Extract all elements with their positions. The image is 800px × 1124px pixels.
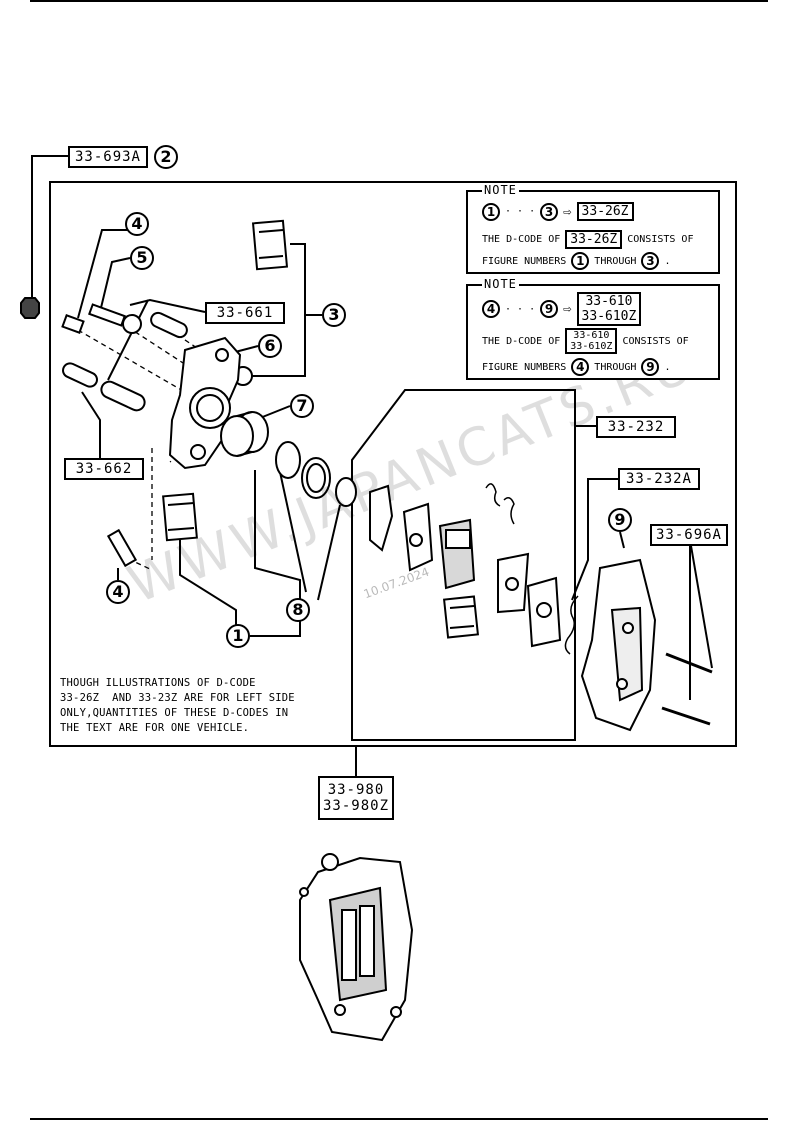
note-text: THROUGH xyxy=(594,361,637,373)
note-mapping-row: 1 · · · 3 ⇨ 33-26Z xyxy=(482,202,634,221)
part-label-33-662[interactable]: 33-662 xyxy=(64,458,144,480)
note-callout: 9 xyxy=(641,358,660,376)
note-description-row: THE D-CODE OF 33-26Z CONSISTS OF xyxy=(482,230,693,249)
note-figure-row: FIGURE NUMBERS 1 THROUGH 3 . xyxy=(482,252,670,270)
note-mapping-row: 4 · · · 9 ⇨ 33-610 33-610Z xyxy=(482,292,642,326)
part-label-text: 33-980 xyxy=(327,782,385,798)
part-label-text: 33-696A xyxy=(655,527,722,543)
note-text: FIGURE NUMBERS xyxy=(482,361,567,373)
part-label-33-232A[interactable]: 33-232A xyxy=(618,468,700,490)
callout-3[interactable]: 3 xyxy=(322,303,346,327)
note-code-box: 33-610 33-610Z xyxy=(576,292,642,326)
note-text: THE D-CODE OF xyxy=(482,234,561,245)
part-label-33-696A[interactable]: 33-696A xyxy=(650,524,728,546)
arrow-right-icon: ⇨ xyxy=(563,301,572,317)
illustration-caption: THOUGH ILLUSTRATIONS OF D-CODE 33-26Z AN… xyxy=(60,677,295,734)
note-text: . xyxy=(664,255,671,267)
part-label-text: 33-693A xyxy=(74,149,141,165)
note-box-1: NOTE 1 · · · 3 ⇨ 33-26Z THE D-CODE OF 33… xyxy=(466,183,720,274)
callout-7[interactable]: 7 xyxy=(290,394,314,418)
arrow-right-icon: ⇨ xyxy=(563,203,572,220)
callout-4-top[interactable]: 4 xyxy=(125,212,149,236)
top-rule xyxy=(30,0,768,2)
callout-1[interactable]: 1 xyxy=(226,624,250,648)
note-text: CONSISTS OF xyxy=(622,335,689,347)
note-inline-code-box: 33-26Z xyxy=(565,230,623,249)
note-title: NOTE xyxy=(482,277,519,291)
note-inline-code: 33-610Z xyxy=(570,341,613,352)
note-figure-row: FIGURE NUMBERS 4 THROUGH 9 . xyxy=(482,358,670,376)
note-to-callout: 3 xyxy=(540,202,559,221)
note-inline-code-box: 33-610 33-610Z xyxy=(565,328,618,354)
callout-5[interactable]: 5 xyxy=(130,246,154,270)
callout-4-bottom[interactable]: 4 xyxy=(106,580,130,604)
part-label-text: 33-661 xyxy=(216,305,274,321)
note-text: THE D-CODE OF xyxy=(482,335,561,347)
note-from-callout: 4 xyxy=(482,300,500,318)
note-code: 33-610Z xyxy=(581,309,637,324)
main-frame xyxy=(49,181,737,747)
note-code: 33-610 xyxy=(585,294,633,309)
note-code: 33-26Z xyxy=(581,204,629,219)
note-dots: · · · xyxy=(505,206,536,217)
note-dots: · · · xyxy=(505,303,536,315)
callout-2[interactable]: 2 xyxy=(154,145,178,169)
note-code-box: 33-26Z xyxy=(576,202,634,221)
part-label-33-693A[interactable]: 33-693A xyxy=(68,146,148,168)
note-text: . xyxy=(664,361,671,373)
callout-9[interactable]: 9 xyxy=(608,508,632,532)
bottom-rule xyxy=(30,1118,768,1120)
note-callout: 3 xyxy=(641,252,660,270)
part-label-33-661[interactable]: 33-661 xyxy=(205,302,285,324)
note-text: CONSISTS OF xyxy=(627,234,694,245)
note-text: THROUGH xyxy=(594,255,637,267)
part-label-33-232[interactable]: 33-232 xyxy=(596,416,676,438)
part-label-text: 33-232A xyxy=(625,471,692,487)
note-callout: 4 xyxy=(571,358,590,376)
note-callout: 1 xyxy=(571,252,590,270)
note-box-2: NOTE 4 · · · 9 ⇨ 33-610 33-610Z THE D-CO… xyxy=(466,277,720,380)
part-label-text: 33-662 xyxy=(75,461,133,477)
note-inline-code: 33-610 xyxy=(573,330,610,341)
part-label-text: 33-980Z xyxy=(323,798,390,814)
part-label-33-980[interactable]: 33-980 33-980Z xyxy=(318,776,394,820)
note-text: FIGURE NUMBERS xyxy=(482,255,567,267)
note-from-callout: 1 xyxy=(482,202,500,221)
callout-8[interactable]: 8 xyxy=(286,598,310,622)
note-to-callout: 9 xyxy=(540,300,559,318)
note-inline-code: 33-26Z xyxy=(570,232,618,247)
note-title: NOTE xyxy=(482,183,519,197)
part-label-text: 33-232 xyxy=(607,419,665,435)
callout-6[interactable]: 6 xyxy=(258,334,282,358)
note-description-row: THE D-CODE OF 33-610 33-610Z CONSISTS OF xyxy=(482,328,689,354)
